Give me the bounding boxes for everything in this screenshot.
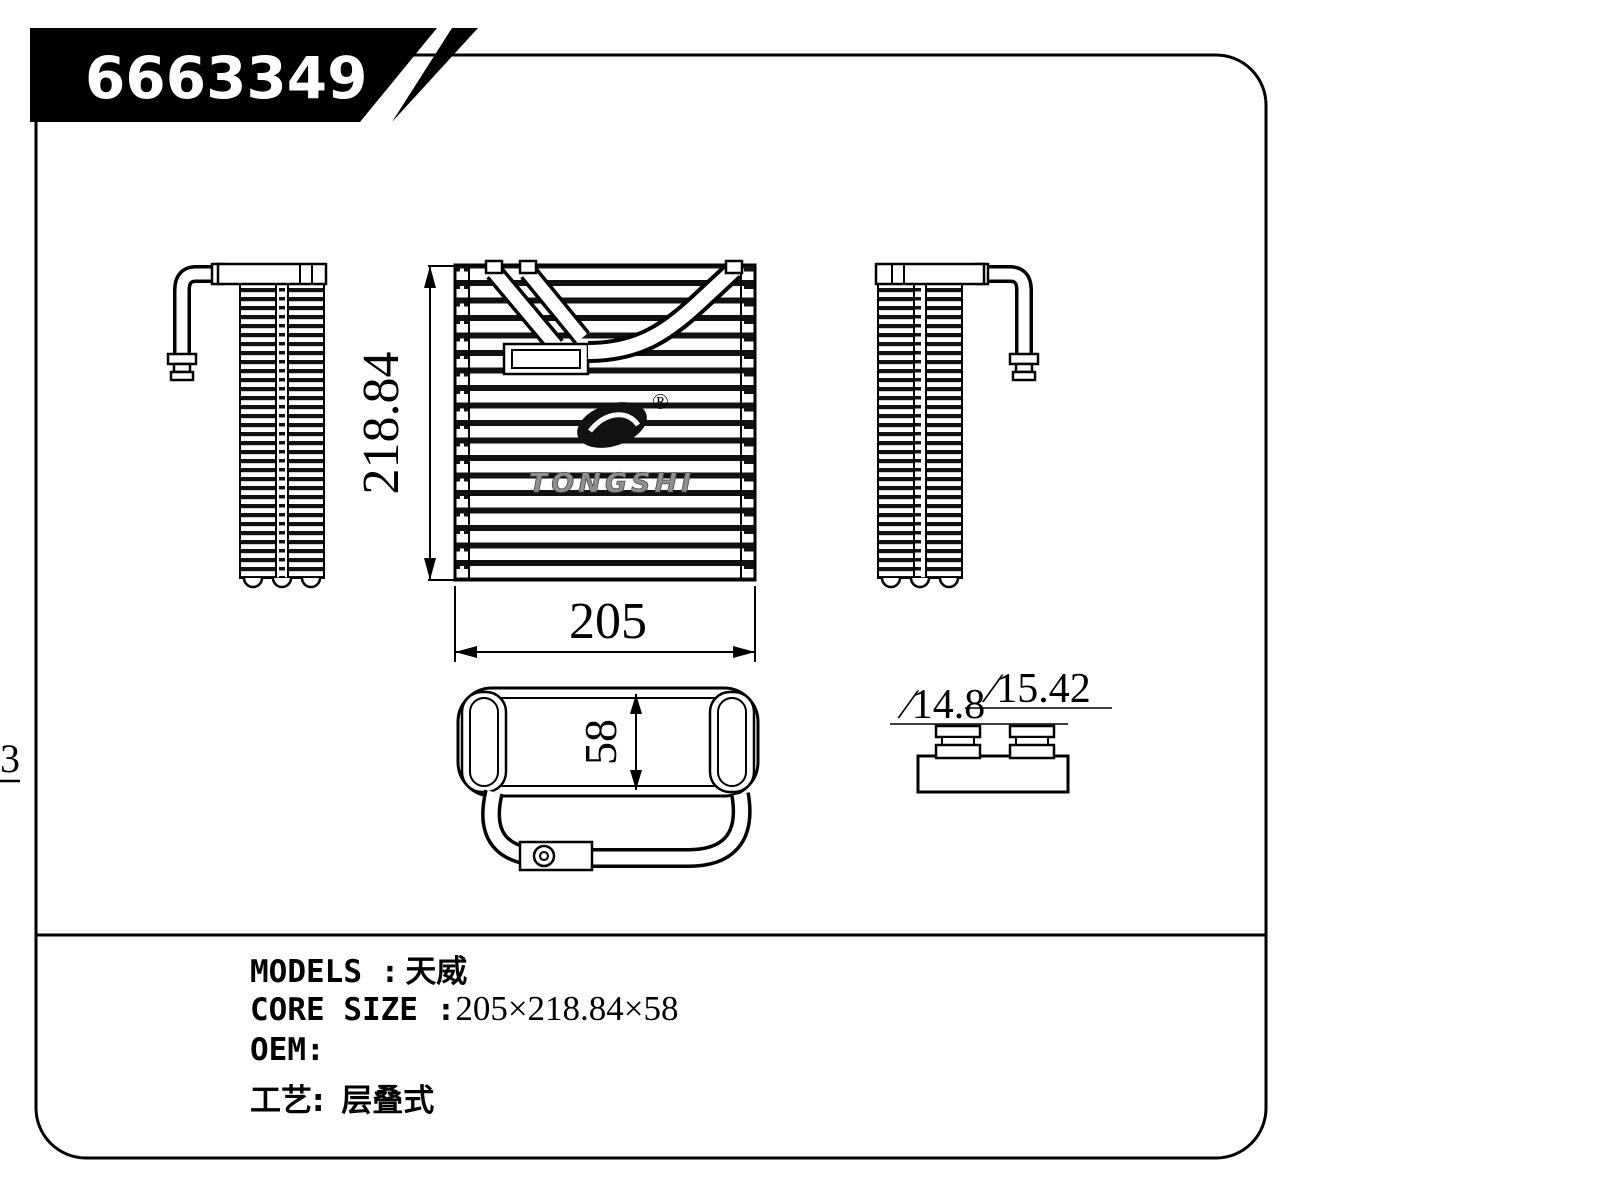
- core-right-edge: [740, 264, 756, 581]
- spec-row-models: MODELS : 天威: [250, 946, 1150, 990]
- spec-label: MODELS :: [250, 954, 400, 990]
- sheet-border: [34, 53, 1268, 1160]
- dim-width-label: 205: [569, 593, 647, 650]
- right-pipe-flange: [1008, 352, 1040, 366]
- left-fin-gap: [275, 283, 289, 579]
- fitting-stub: [1008, 724, 1056, 739]
- spec-label: OEM:: [250, 1032, 325, 1068]
- margin-note: 3: [0, 736, 20, 783]
- margin-note-text: 3: [0, 736, 20, 781]
- left-pipe-outline: [173, 265, 224, 356]
- spec-row-process: 工艺: 层叠式: [250, 1075, 1150, 1119]
- left-pipe: [176, 268, 224, 356]
- right-fin-column: [925, 283, 963, 579]
- dia-small-label: ∕14.8: [897, 682, 986, 728]
- fitting-stub: [934, 724, 982, 739]
- dim-height: 218.84: [353, 265, 458, 581]
- spec-label: CORE SIZE :: [250, 992, 456, 1028]
- right-fin-gap: [913, 283, 927, 579]
- front-view-core: ® TONGSHI: [453, 259, 757, 582]
- core-left-edge: [454, 264, 470, 581]
- spec-row-core-size: CORE SIZE : 205×218.84×58: [250, 989, 1150, 1032]
- part-number: 6663349: [85, 44, 368, 112]
- right-pipe: [982, 268, 1030, 356]
- part-number-badge: 6663349: [30, 28, 478, 122]
- fitting-detail: ∕15.42 ∕14.8: [890, 666, 1112, 794]
- right-side-view: [874, 262, 1040, 589]
- left-fin-column: [239, 283, 277, 579]
- core-pipe-outlet: [522, 267, 588, 343]
- spec-label: 工艺:: [250, 1083, 336, 1119]
- fitting-base-plate: [916, 754, 1070, 794]
- pipe-coupler: [518, 840, 594, 872]
- right-pipe-outline: [982, 265, 1033, 356]
- left-fin-column: [287, 283, 325, 579]
- core-pipe-inlet: [489, 267, 561, 351]
- logo-swirl: [588, 412, 641, 433]
- top-view: 58: [456, 686, 760, 872]
- spec-value: 天威: [405, 954, 468, 990]
- dia-large-label: ∕15.42: [981, 666, 1091, 712]
- spec-value: 层叠式: [341, 1083, 435, 1119]
- dim-width: 205: [454, 586, 756, 662]
- left-pipe-flange: [166, 352, 198, 366]
- brand-name: TONGSHI: [529, 468, 695, 499]
- spec-block: MODELS : 天威 CORE SIZE : 205×218.84×58 OE…: [250, 946, 1150, 1119]
- left-side-view: [166, 262, 328, 589]
- badge-slash-sliver: [392, 28, 478, 122]
- right-fin-column: [877, 283, 915, 579]
- registered-mark: ®: [652, 389, 669, 414]
- core-pipe-manifold: [587, 264, 739, 359]
- dim-height-label: 218.84: [353, 352, 410, 495]
- spec-value: 205×218.84×58: [455, 989, 679, 1028]
- left-header-plate: [216, 262, 328, 286]
- spec-row-oem: OEM:: [250, 1032, 1150, 1075]
- dim-depth-label: 58: [575, 719, 626, 765]
- brand-logo: ®: [577, 389, 669, 448]
